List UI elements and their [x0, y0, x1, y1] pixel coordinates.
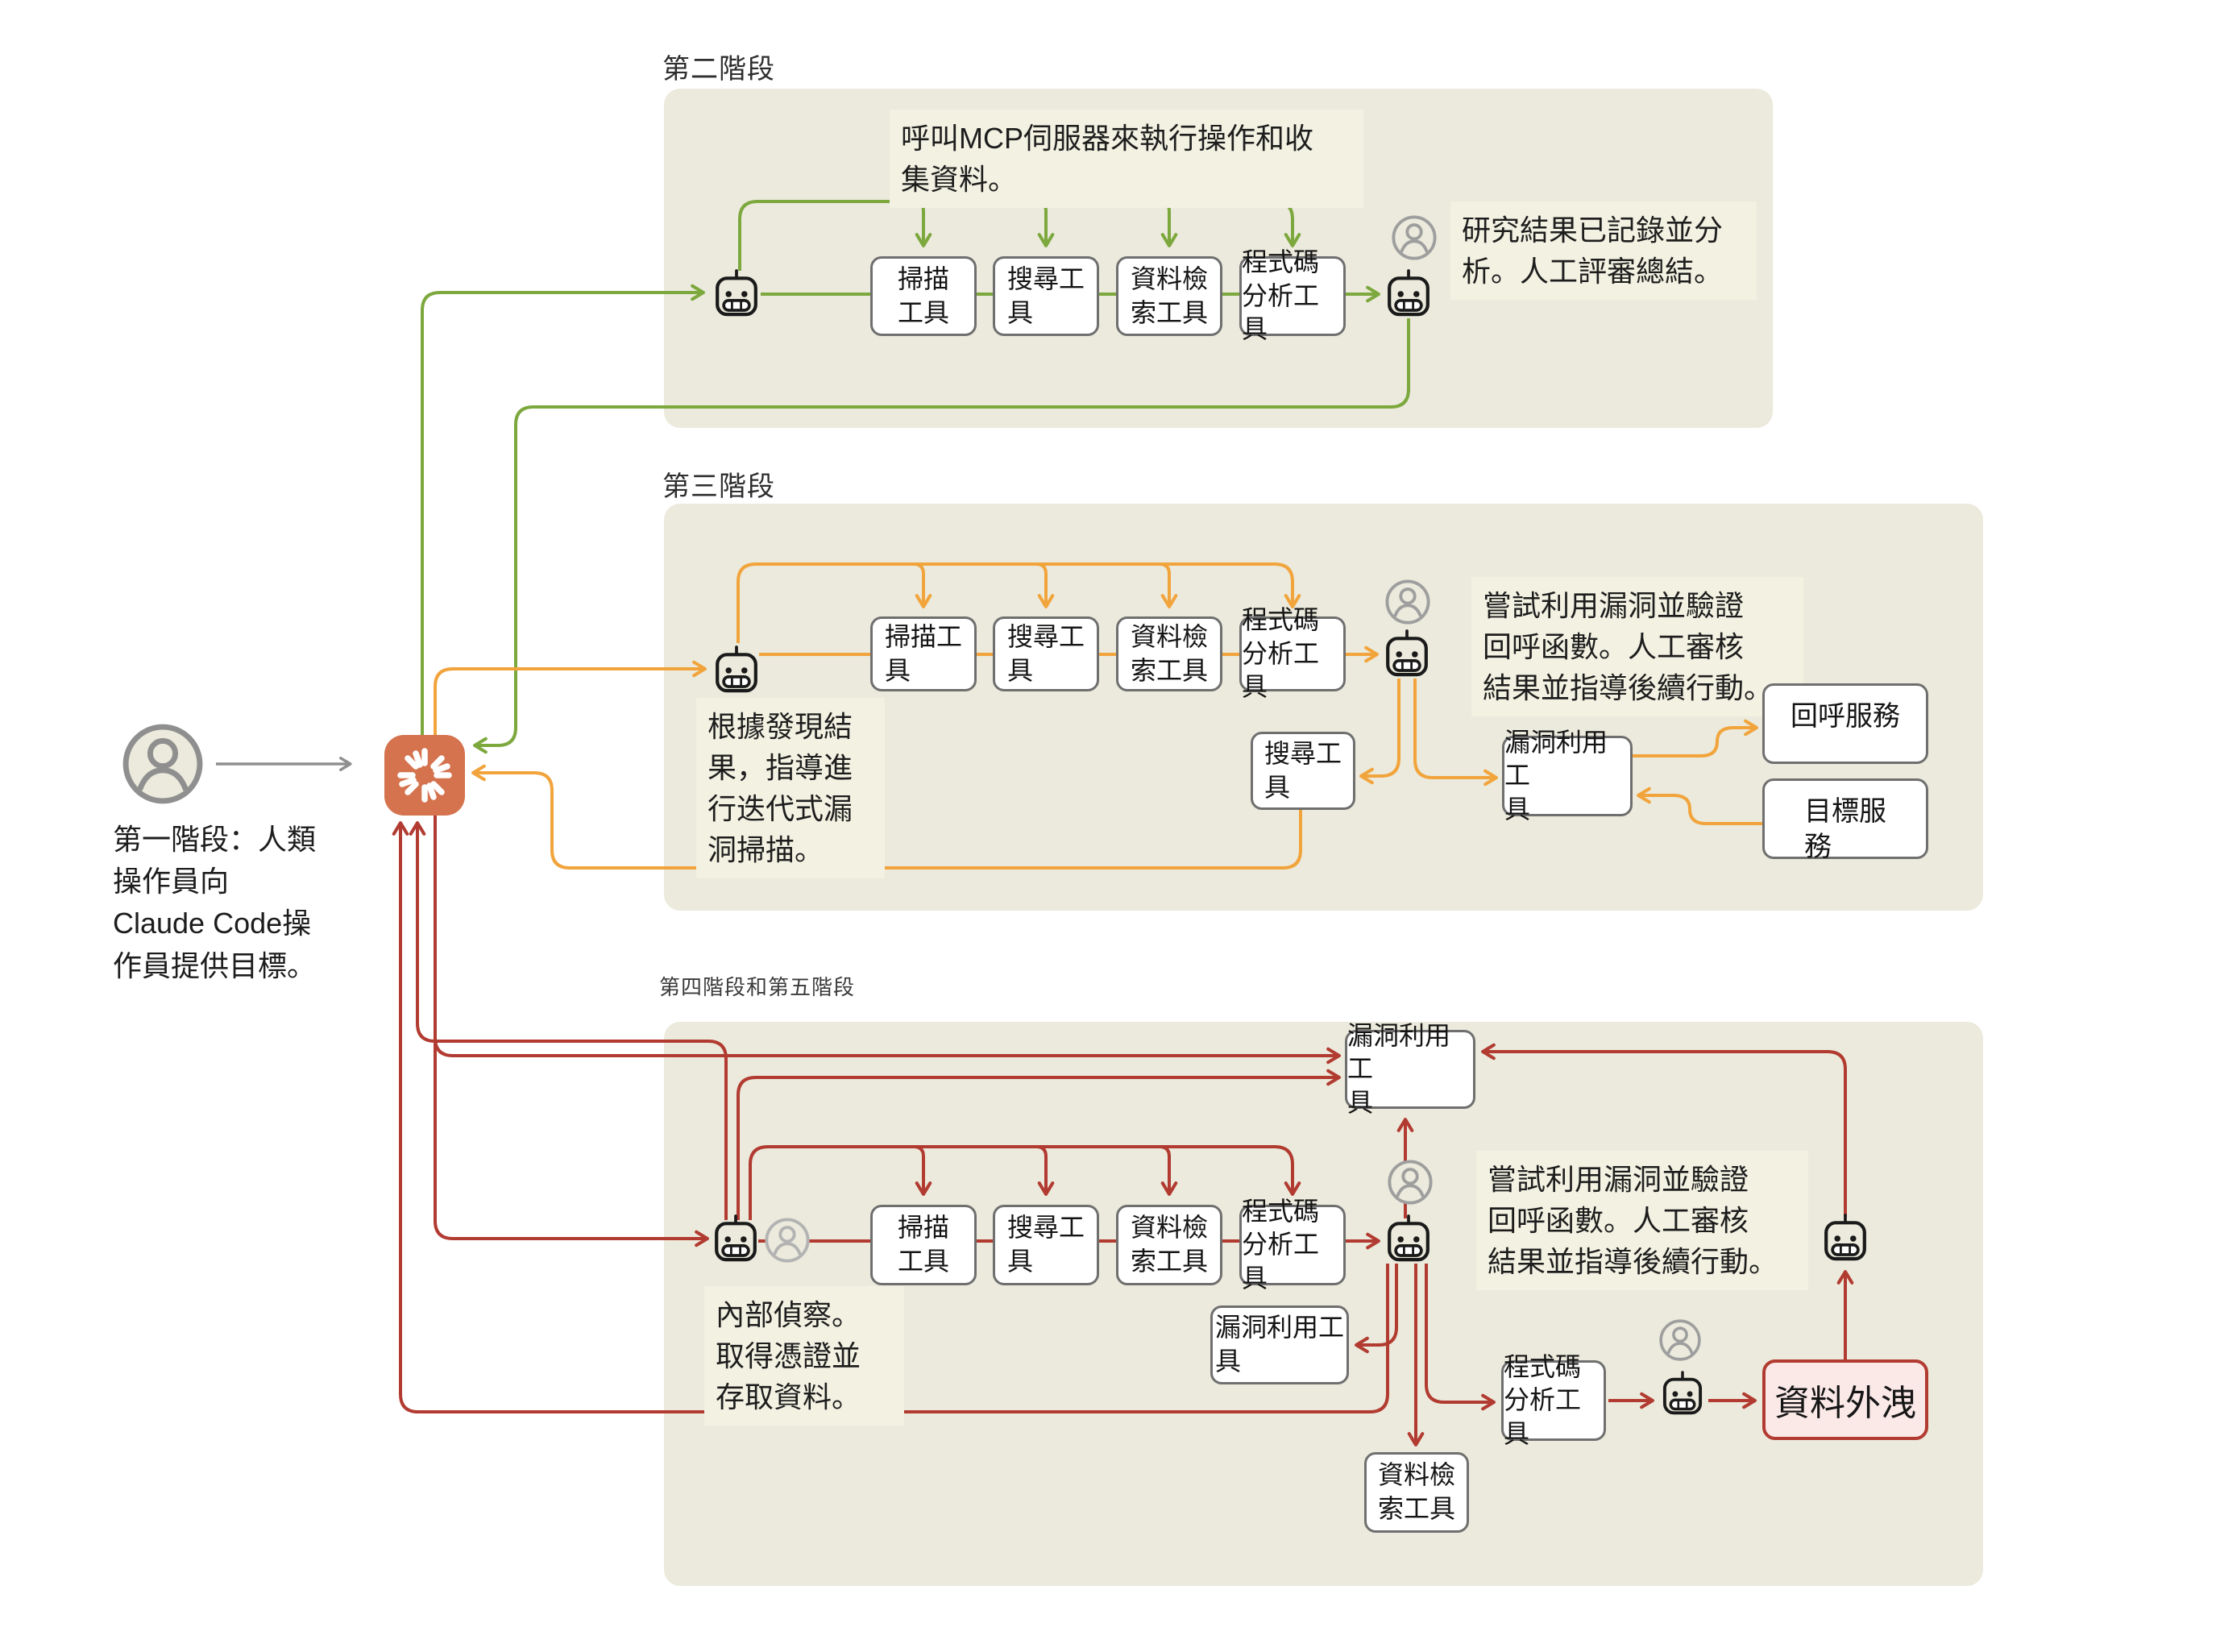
phase45-data-retrieval-box: 資料檢 索工具: [1364, 1452, 1469, 1533]
phase45-code-tool-box: 程式碼 分析工具: [1239, 1197, 1346, 1293]
phase2-search-tool-box: 搜尋工 具: [993, 256, 1099, 336]
phase3-data-tool-box: 資料檢 索工具: [1116, 616, 1222, 691]
phase45-result-note: 嘗試利用漏洞並驗證 回呼函數。人工審核 結果並指導後續行動。: [1476, 1151, 1808, 1291]
phase2-data-tool-box: 資料檢 索工具: [1116, 256, 1222, 336]
phase2-title: 第二階段: [662, 54, 775, 85]
phase2-note: 呼叫MCP伺服器來執行操作和收 集資料。: [890, 110, 1363, 209]
data-exfiltration-box: 資料外洩: [1762, 1359, 1928, 1440]
phase3-title: 第三階段: [662, 471, 775, 502]
phase45-search-tool-box: 搜尋工 具: [993, 1205, 1099, 1285]
phase45-title: 第四階段和第五階段: [659, 975, 856, 999]
phase45-exploit-top-box: 漏洞利用工 具: [1345, 1021, 1475, 1117]
phase45-data-tool-box: 資料檢 索工具: [1116, 1205, 1222, 1285]
phase45-scan-tool-box: 掃描 工具: [870, 1205, 977, 1285]
phase2-result-note: 研究結果已記錄並分 析。人工評審總結。: [1450, 201, 1757, 301]
phase2-code-tool-box: 程式碼 分析工具: [1239, 247, 1346, 343]
phase3-code-tool-box: 程式碼 分析工具: [1239, 605, 1346, 701]
phase3-exploit-tools-box: 漏洞利用工 具: [1502, 728, 1633, 824]
phase45-exploit-mid-box: 漏洞利用工 具: [1210, 1305, 1349, 1384]
phase3-search-tool-box: 搜尋工 具: [993, 616, 1099, 691]
callback-service-box: 回呼服務: [1762, 683, 1928, 764]
phase1-caption: 第一階段：人類 操作員向 Claude Code操 作員提供目標。: [113, 823, 317, 982]
phase45-code-analysis-box: 程式碼 分析工具: [1501, 1352, 1606, 1448]
phase3-result-note: 嘗試利用漏洞並驗證 回呼函數。人工審核 結果並指導後續行動。: [1471, 577, 1803, 717]
phase3-search-again-box: 搜尋工 具: [1251, 732, 1355, 810]
phase45-note: 內部偵察。 取得憑證並 存取資料。: [704, 1286, 904, 1426]
phase3-scan-tool-box: 掃描工 具: [870, 616, 977, 691]
target-service-box: 目標服 務: [1762, 778, 1928, 862]
phase2-scan-tool-box: 掃描 工具: [870, 256, 977, 336]
phase3-note: 根據發現結 果，指導進 行迭代式漏 洞掃描。: [696, 698, 885, 879]
